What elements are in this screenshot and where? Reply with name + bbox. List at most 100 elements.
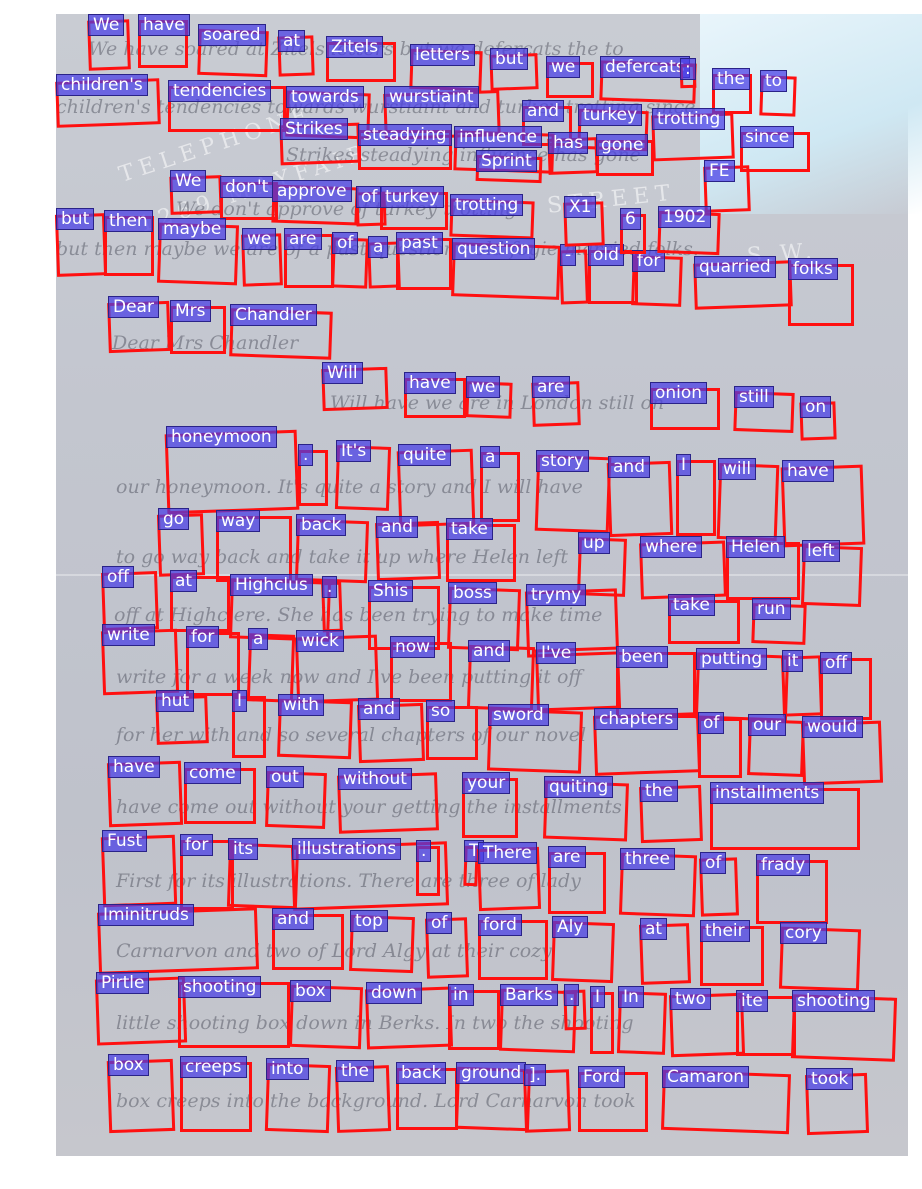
- word-label: we: [242, 228, 277, 250]
- word-label: installments: [710, 782, 825, 804]
- word-label: the: [640, 780, 678, 802]
- handwriting-line: have come out without your getting the i…: [116, 796, 622, 818]
- word-label: X1: [564, 196, 597, 218]
- paper-fold: [56, 574, 908, 576]
- word-label: steadying: [358, 124, 452, 146]
- word-label: Barks: [500, 984, 558, 1006]
- word-label: in: [448, 984, 474, 1006]
- word-label: gone: [596, 134, 649, 156]
- word-label: .: [322, 576, 338, 598]
- word-label: Strikes: [280, 118, 348, 140]
- word-label: take: [446, 518, 493, 540]
- word-label: into: [266, 1058, 309, 1080]
- word-label: have: [404, 372, 456, 394]
- word-label: turkey: [578, 104, 643, 126]
- word-label: Dear: [108, 296, 159, 318]
- word-label: honeymoon: [166, 426, 277, 448]
- word-label: for: [632, 250, 666, 272]
- word-label: it: [782, 650, 804, 672]
- word-label: has: [548, 132, 589, 154]
- word-label: three: [620, 848, 675, 870]
- handwriting-line: write for a week now and I've been putti…: [116, 666, 582, 688]
- word-label: 6: [620, 208, 641, 230]
- word-label: our: [748, 714, 787, 736]
- word-label: top: [350, 910, 388, 932]
- word-label: the: [712, 68, 750, 90]
- handwriting-line: Carnarvon and two of Lord Algy at their …: [116, 940, 552, 962]
- word-label: out: [266, 766, 304, 788]
- word-label: Aly: [552, 916, 589, 938]
- word-label: chapters: [594, 708, 679, 730]
- word-label: FE: [704, 160, 735, 182]
- word-label: have: [138, 14, 190, 36]
- word-label: of: [698, 712, 725, 734]
- word-label: Will: [322, 362, 363, 384]
- word-label: .: [564, 984, 580, 1006]
- word-label: trotting: [652, 108, 726, 130]
- word-label: Shis: [368, 580, 414, 602]
- word-label: back: [396, 1062, 447, 1084]
- word-label: on: [800, 396, 832, 418]
- word-label: I've: [536, 642, 577, 664]
- word-label: are: [532, 376, 570, 398]
- word-label: Camaron: [662, 1066, 750, 1088]
- word-label: Helen: [726, 536, 786, 558]
- handwriting-line: Dear Mrs Chandler: [112, 332, 299, 354]
- word-label: for: [180, 834, 214, 856]
- word-label: maybe: [158, 218, 227, 240]
- handwriting-line: little shooting box down in Berks. In tw…: [116, 1012, 634, 1034]
- word-label: shooting: [178, 976, 262, 998]
- word-label: Fust: [102, 830, 148, 852]
- word-label: down: [366, 982, 422, 1004]
- word-label: way: [216, 510, 261, 532]
- word-label: tendencies: [168, 80, 272, 102]
- word-label: up: [578, 532, 610, 554]
- word-label: come: [184, 762, 241, 784]
- word-label: cory: [780, 922, 827, 944]
- word-label: Pirtle: [96, 972, 150, 994]
- handwriting-line: to go way back and take it up where Hele…: [116, 546, 569, 568]
- word-label: a: [248, 628, 269, 650]
- word-label: putting: [696, 648, 768, 670]
- word-label: would: [802, 716, 863, 738]
- word-label: I: [590, 986, 606, 1008]
- handwriting-line: our honeymoon. It's quite a story and I …: [116, 476, 583, 498]
- word-label: take: [668, 594, 715, 616]
- word-label: of: [426, 912, 453, 934]
- handwriting-line: off at Highclere. She has been trying to…: [114, 604, 603, 626]
- word-label: Mrs: [170, 300, 211, 322]
- word-label: It's: [336, 440, 372, 462]
- word-label: Iminitruds: [98, 904, 194, 926]
- word-box[interactable]: [232, 696, 266, 758]
- word-label: letters: [410, 44, 475, 66]
- word-label: its: [228, 838, 259, 860]
- word-label: and: [608, 456, 650, 478]
- word-label: sword: [488, 704, 549, 726]
- word-label: box: [290, 980, 331, 1002]
- word-label: where: [640, 536, 703, 558]
- word-label: quite: [398, 444, 452, 466]
- word-box[interactable]: [448, 990, 500, 1050]
- word-label: .: [416, 840, 432, 862]
- word-label: at: [170, 570, 198, 592]
- word-label: will: [718, 458, 757, 480]
- word-label: Zitels: [326, 36, 384, 58]
- word-label: and: [272, 908, 314, 930]
- word-label: write: [102, 624, 155, 646]
- word-box[interactable]: [676, 460, 716, 536]
- word-label: boss: [448, 582, 497, 604]
- word-label: so: [426, 700, 456, 722]
- word-label: Highclus: [230, 574, 313, 596]
- word-label: ].: [524, 1064, 547, 1086]
- word-label: then: [104, 210, 153, 232]
- background-sky: [700, 14, 922, 214]
- handwriting-line: box creeps into the background. Lord Car…: [116, 1090, 636, 1112]
- word-label: run: [752, 598, 791, 620]
- word-label: but: [490, 48, 529, 70]
- word-label: are: [284, 228, 322, 250]
- word-label: We: [170, 170, 207, 192]
- word-label: but: [56, 208, 95, 230]
- word-label: Sprint: [476, 150, 537, 172]
- word-label: soared: [198, 24, 266, 46]
- word-label: and: [468, 640, 510, 662]
